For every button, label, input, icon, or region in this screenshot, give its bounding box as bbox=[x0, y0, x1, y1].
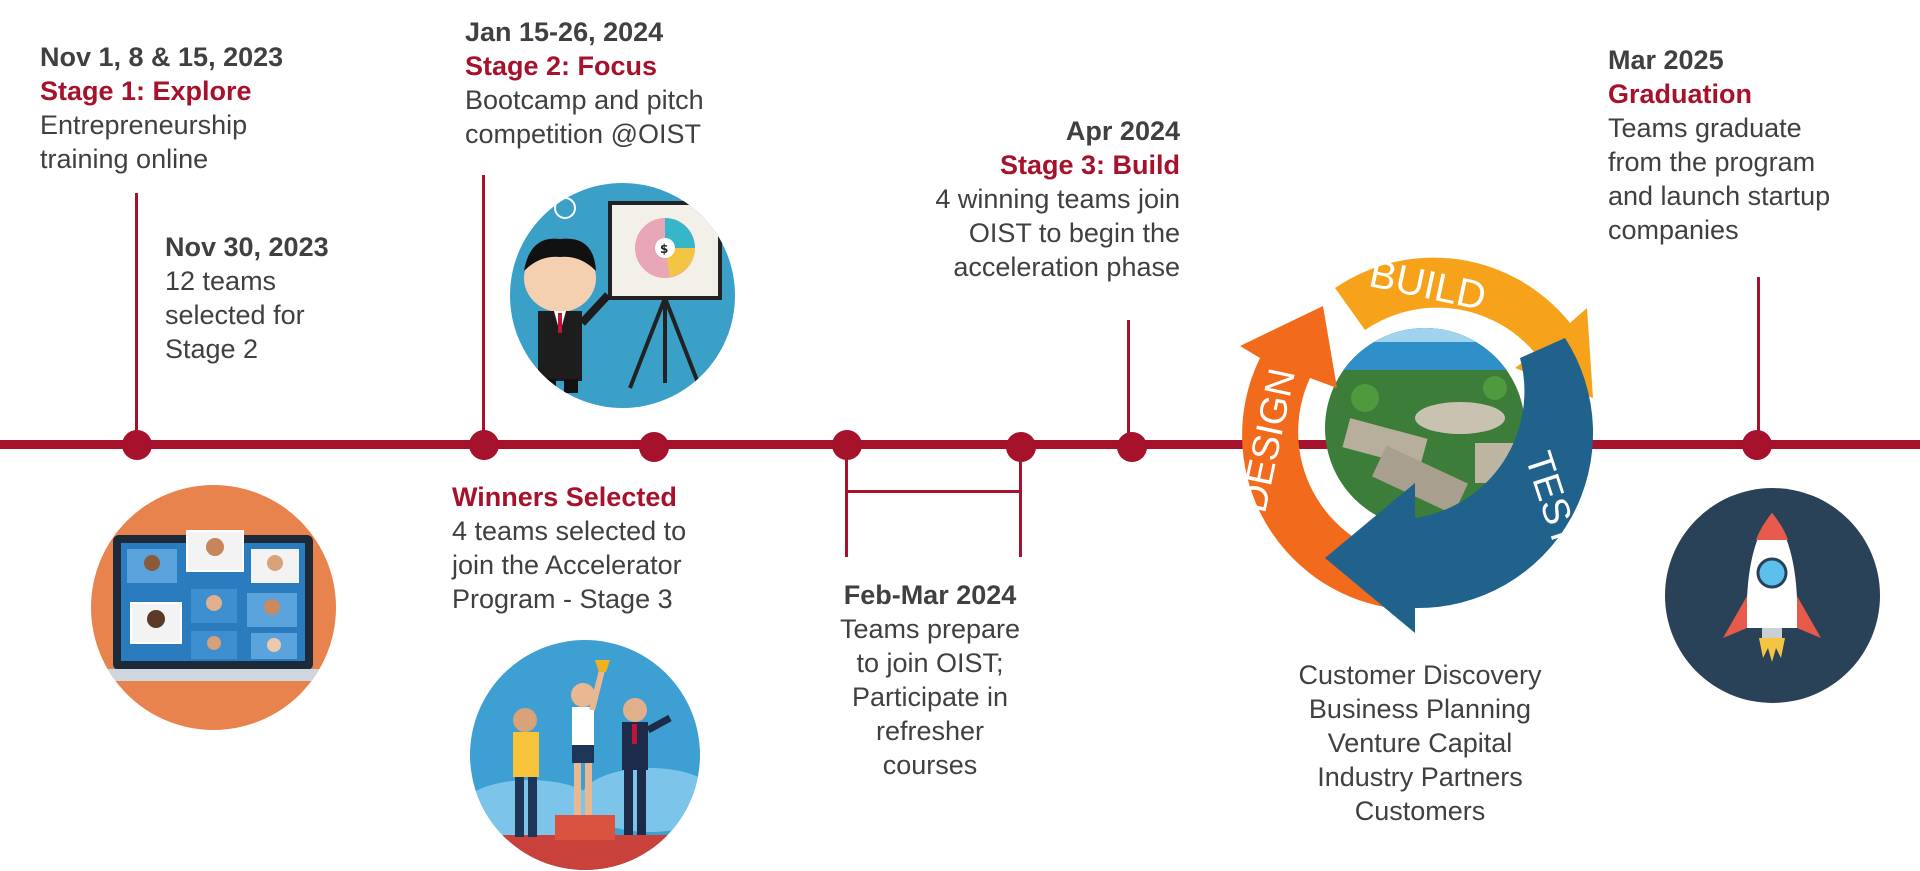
bracket-bar bbox=[845, 490, 1022, 493]
connector-build bbox=[1127, 320, 1130, 445]
milestone-dot-graduation bbox=[1742, 430, 1772, 460]
stage-build-date: Apr 2024 bbox=[1065, 116, 1180, 146]
stage-prepare-desc-line: refresher bbox=[875, 716, 985, 746]
stage-explore-date: Nov 1, 8 & 15, 2023 bbox=[40, 42, 284, 72]
stage-graduation-desc-line: from the program bbox=[1608, 147, 1816, 177]
stage-prepare-desc-line: courses bbox=[882, 750, 978, 780]
pitch-presentation-illustration: $ bbox=[510, 183, 735, 408]
stage-graduation-date: Mar 2025 bbox=[1608, 45, 1724, 75]
stage-selected12: Nov 30, 2023 12 teams selected for Stage… bbox=[165, 230, 425, 366]
milestone-dot-winners bbox=[639, 432, 669, 462]
stage-selected12-desc-line: Stage 2 bbox=[165, 334, 259, 364]
stage-explore-title: Stage 1: Explore bbox=[40, 76, 252, 106]
stage-focus: Jan 15-26, 2024 Stage 2: Focus Bootcamp … bbox=[465, 15, 795, 151]
connector-focus bbox=[482, 175, 485, 445]
bracket-left bbox=[845, 445, 848, 557]
milestone-dot-explore bbox=[122, 430, 152, 460]
stage-prepare-date: Feb-Mar 2024 bbox=[843, 580, 1017, 610]
stage-prepare: Feb-Mar 2024 Teams prepare to join OIST;… bbox=[780, 578, 1080, 782]
svg-text:$: $ bbox=[660, 242, 668, 256]
stage-winners-desc-line: 4 teams selected to bbox=[452, 516, 687, 546]
stage-focus-desc-line: Bootcamp and pitch bbox=[465, 85, 704, 115]
stage-selected12-date: Nov 30, 2023 bbox=[165, 232, 329, 262]
stage-graduation: Mar 2025 Graduation Teams graduate from … bbox=[1608, 43, 1908, 247]
connector-explore bbox=[135, 193, 138, 445]
milestone-dot-focus bbox=[469, 430, 499, 460]
milestone-dot-prepare-start bbox=[832, 430, 862, 460]
stage-graduation-desc-line: companies bbox=[1608, 215, 1739, 245]
cycle-item: Customers bbox=[1354, 796, 1486, 826]
stage-graduation-title: Graduation bbox=[1608, 79, 1753, 109]
stage-build: Apr 2024 Stage 3: Build 4 winning teams … bbox=[780, 114, 1180, 284]
stage-winners-desc-line: join the Accelerator bbox=[452, 550, 682, 580]
milestone-dot-build bbox=[1117, 432, 1147, 462]
stage-prepare-desc-line: Participate in bbox=[851, 682, 1009, 712]
stage-prepare-desc-line: to join OIST; bbox=[856, 648, 1004, 678]
stage-focus-title: Stage 2: Focus bbox=[465, 51, 658, 81]
stage-winners-title: Winners Selected bbox=[452, 482, 677, 512]
stage-explore-desc-line: training online bbox=[40, 144, 209, 174]
stage-build-title: Stage 3: Build bbox=[999, 150, 1180, 180]
bracket-right bbox=[1019, 445, 1022, 557]
connector-graduation bbox=[1757, 277, 1760, 445]
stage-selected12-desc-line: 12 teams bbox=[165, 266, 277, 296]
stage-winners-desc-line: Program - Stage 3 bbox=[452, 584, 673, 614]
stage-graduation-desc-line: Teams graduate bbox=[1608, 113, 1802, 143]
cycle-item: Industry Partners bbox=[1317, 762, 1523, 792]
cycle-item: Customer Discovery bbox=[1298, 660, 1542, 690]
build-design-test-cycle: BUILD DESIGN TEST bbox=[1225, 228, 1625, 648]
stage-focus-desc-line: competition @OIST bbox=[465, 119, 701, 149]
online-training-illustration bbox=[91, 485, 336, 730]
stage-selected12-desc-line: selected for bbox=[165, 300, 305, 330]
stage-prepare-desc-line: Teams prepare bbox=[839, 614, 1021, 644]
stage-build-desc-line: OIST to begin the bbox=[968, 218, 1180, 248]
cycle-item: Business Planning bbox=[1308, 694, 1532, 724]
cycle-item: Venture Capital bbox=[1327, 728, 1513, 758]
rocket-launch-illustration bbox=[1665, 488, 1880, 703]
stage-winners: Winners Selected 4 teams selected to joi… bbox=[452, 480, 782, 616]
stage-build-desc-line: 4 winning teams join bbox=[935, 184, 1180, 214]
milestone-dot-prepare-end bbox=[1006, 432, 1036, 462]
stage-explore: Nov 1, 8 & 15, 2023 Stage 1: Explore Ent… bbox=[40, 40, 370, 176]
timeline-axis bbox=[0, 440, 1920, 449]
stage-graduation-desc-line: and launch startup bbox=[1608, 181, 1831, 211]
winners-podium-illustration bbox=[470, 640, 700, 870]
test-arrow bbox=[1325, 338, 1594, 633]
stage-build-desc-line: acceleration phase bbox=[953, 252, 1180, 282]
stage-explore-desc-line: Entrepreneurship bbox=[40, 110, 248, 140]
cycle-items-list: Customer Discovery Business Planning Ven… bbox=[1220, 658, 1620, 828]
design-arrow bbox=[1240, 306, 1405, 608]
stage-focus-date: Jan 15-26, 2024 bbox=[465, 17, 664, 47]
